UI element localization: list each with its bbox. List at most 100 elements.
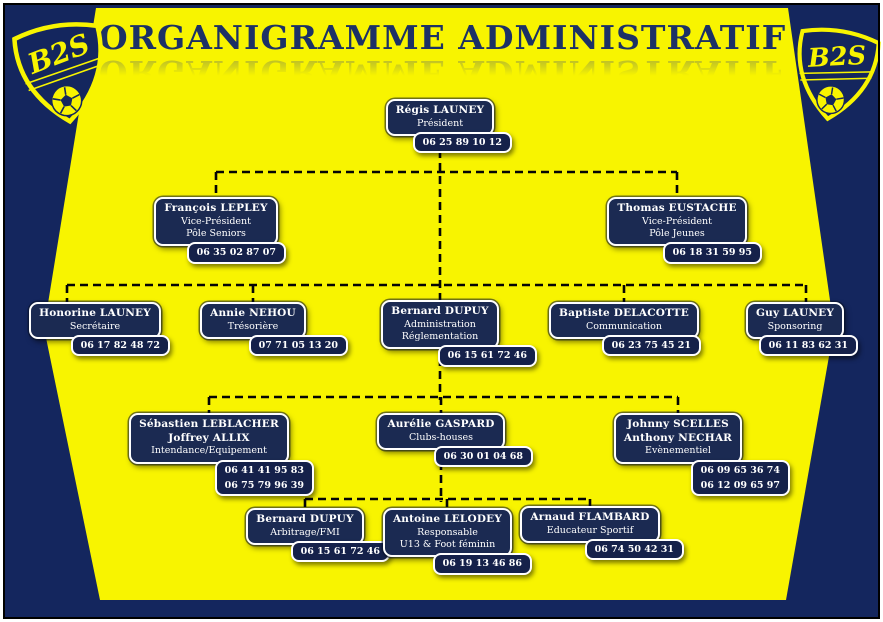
page-title: ORGANIGRAMME ADMINISTRATIF — [98, 18, 787, 57]
person-role: Sponsoring — [767, 320, 823, 332]
person-card: François LEPLEY Vice-Président Pôle Seni… — [154, 197, 278, 247]
org-node-u13: Antoine LELODEY Responsable U13 & Foot f… — [382, 508, 532, 575]
person-role: Responsable — [417, 526, 478, 538]
person-name: Joffrey ALLIX — [168, 431, 250, 444]
person-name: Bernard DUPUY — [256, 513, 354, 525]
phone-number: 06 74 50 42 31 — [594, 543, 674, 555]
phone-tag: 06 30 01 04 68 — [433, 445, 533, 468]
person-name: Baptiste DELACOTTE — [559, 307, 689, 319]
phone-number: 06 09 65 36 74 — [700, 464, 780, 476]
phone-number: 06 41 41 95 83 — [224, 464, 304, 476]
person-role: Pôle Jeunes — [649, 227, 705, 239]
phone-tag: 06 41 41 95 83 06 75 79 96 39 — [214, 459, 314, 496]
phone-number: 06 19 13 46 86 — [442, 558, 522, 570]
person-role: Vice-Président — [642, 215, 712, 227]
person-name: Anthony NECHAR — [623, 431, 733, 444]
person-card: Antoine LELODEY Responsable U13 & Foot f… — [382, 508, 513, 558]
person-name: Régis LAUNEY — [395, 104, 485, 116]
phone-number: 07 71 05 13 20 — [258, 339, 338, 351]
phone-tag: 06 74 50 42 31 — [584, 538, 684, 561]
phone-tag: 06 35 02 87 07 — [186, 242, 286, 264]
person-role: Trésorière — [227, 320, 279, 332]
person-card: Thomas EUSTACHE Vice-Président Pôle Jeun… — [607, 197, 747, 247]
org-node-vp-jeunes: Thomas EUSTACHE Vice-Président Pôle Jeun… — [607, 197, 762, 264]
person-name: Thomas EUSTACHE — [617, 202, 737, 214]
phone-tag: 06 19 13 46 86 — [432, 553, 532, 575]
person-role: Président — [416, 117, 464, 129]
crest-initials: B2S — [806, 41, 867, 74]
person-card: Bernard DUPUY Administration Réglementat… — [381, 300, 499, 350]
phone-number: 06 17 82 48 72 — [80, 339, 160, 351]
phone-number: 06 25 89 10 12 — [422, 136, 502, 148]
person-role: Communication — [586, 320, 662, 332]
person-role: Educateur Sportif — [546, 524, 634, 536]
person-name: Johnny SCELLES — [627, 418, 729, 430]
person-name: Aurélie GASPARD — [387, 418, 495, 430]
phone-number: 06 30 01 04 68 — [443, 450, 523, 462]
person-card: Johnny SCELLES Anthony NECHAR Evènementi… — [613, 413, 743, 464]
phone-number: 06 23 75 45 21 — [611, 339, 691, 351]
person-card: Guy LAUNEY Sponsoring — [745, 302, 845, 339]
person-role: Secrétaire — [69, 320, 121, 332]
person-name: Guy LAUNEY — [755, 307, 835, 319]
person-role: Pôle Seniors — [186, 227, 246, 239]
org-node-sponsoring: Guy LAUNEY Sponsoring 06 11 83 62 31 — [745, 302, 858, 357]
phone-tag: 06 15 61 72 46 — [437, 345, 537, 367]
person-name: Annie NEHOU — [210, 307, 296, 319]
org-node-vp-seniors: François LEPLEY Vice-Président Pôle Seni… — [154, 197, 286, 264]
phone-number: 06 18 31 59 95 — [672, 247, 752, 259]
football-icon — [816, 85, 846, 115]
phone-number: 06 12 09 65 97 — [700, 479, 780, 491]
person-card: Annie NEHOU Trésorière — [200, 302, 306, 339]
person-name: Bernard DUPUY — [391, 305, 489, 317]
org-node-evenementiel: Johnny SCELLES Anthony NECHAR Evènementi… — [613, 413, 790, 496]
phone-number: 06 15 61 72 46 — [300, 545, 380, 557]
org-node-clubs-houses: Aurélie GASPARD Clubs-houses 06 30 01 04… — [377, 413, 533, 468]
phone-number: 06 11 83 62 31 — [768, 339, 848, 351]
phone-tag: 06 18 31 59 95 — [662, 242, 762, 264]
phone-tag: 06 09 65 36 74 06 12 09 65 97 — [690, 459, 790, 496]
phone-tag: 06 23 75 45 21 — [601, 334, 701, 357]
person-name: Arnaud FLAMBARD — [530, 511, 650, 523]
phone-number: 06 75 79 96 39 — [224, 479, 304, 491]
person-name: Antoine LELODEY — [392, 513, 503, 525]
org-node-administration: Bernard DUPUY Administration Réglementat… — [381, 300, 537, 367]
phone-number: 06 15 61 72 46 — [447, 350, 527, 362]
person-role: Clubs-houses — [409, 431, 473, 443]
person-card: Arnaud FLAMBARD Educateur Sportif — [520, 506, 660, 543]
club-crest-left: B2S — [12, 22, 103, 125]
club-crest-right: B2S — [797, 27, 881, 122]
person-role: Evènementiel — [645, 445, 711, 457]
person-role: Intendance/Equipement — [151, 445, 267, 457]
person-role: Administration — [404, 318, 476, 330]
person-card: Honorine LAUNEY Secrétaire — [29, 302, 161, 339]
person-card: Baptiste DELACOTTE Communication — [549, 302, 699, 339]
person-role: Vice-Président — [181, 215, 251, 227]
org-node-intendance: Sébastien LEBLACHER Joffrey ALLIX Intend… — [129, 413, 314, 496]
person-role: Arbitrage/FMI — [270, 526, 340, 538]
org-node-communication: Baptiste DELACOTTE Communication 06 23 7… — [549, 302, 701, 357]
person-name: François LEPLEY — [164, 202, 268, 214]
org-node-tresoriere: Annie NEHOU Trésorière 07 71 05 13 20 — [200, 302, 348, 357]
person-card: Bernard DUPUY Arbitrage/FMI — [246, 508, 364, 545]
org-node-secretaire: Honorine LAUNEY Secrétaire 06 17 82 48 7… — [29, 302, 170, 357]
person-card: Régis LAUNEY Président — [385, 99, 495, 136]
football-icon — [50, 84, 83, 117]
person-name: Honorine LAUNEY — [39, 307, 151, 319]
phone-tag: 07 71 05 13 20 — [248, 334, 348, 357]
person-name: Sébastien LEBLACHER — [139, 418, 279, 430]
page-title-reflection: ORGANIGRAMME ADMINISTRATIF — [98, 53, 787, 92]
phone-tag: 06 17 82 48 72 — [70, 334, 170, 357]
person-card: Sébastien LEBLACHER Joffrey ALLIX Intend… — [129, 413, 289, 464]
phone-number: 06 35 02 87 07 — [196, 247, 276, 259]
person-card: Aurélie GASPARD Clubs-houses — [377, 413, 505, 450]
person-role: U13 & Foot féminin — [399, 538, 496, 550]
org-node-arbitrage: Bernard DUPUY Arbitrage/FMI 06 15 61 72 … — [246, 508, 390, 563]
phone-tag: 06 25 89 10 12 — [412, 131, 512, 154]
phone-tag: 06 11 83 62 31 — [758, 334, 858, 357]
phone-tag: 06 15 61 72 46 — [290, 540, 390, 563]
person-role: Réglementation — [401, 330, 479, 342]
org-node-president: Régis LAUNEY Président 06 25 89 10 12 — [385, 99, 512, 154]
